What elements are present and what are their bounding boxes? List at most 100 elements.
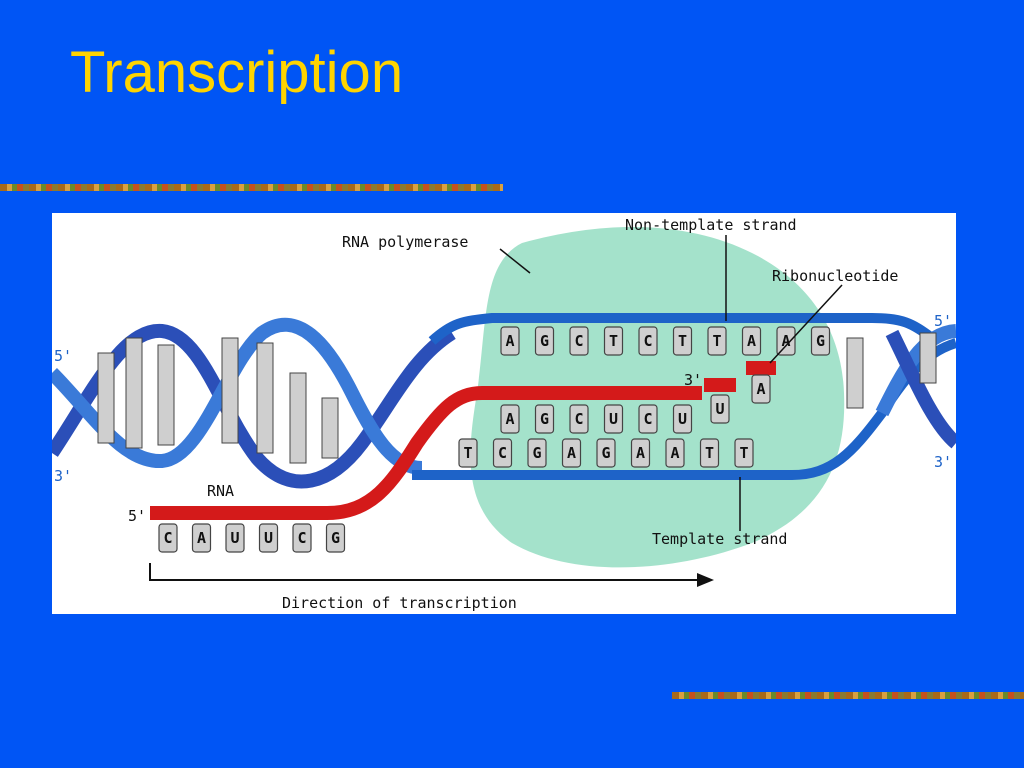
- left-helix-base-pairs: [97, 337, 339, 464]
- svg-text:U: U: [609, 410, 618, 428]
- base-template-7: T: [699, 438, 720, 468]
- base-nontemplate-2: C: [569, 326, 589, 356]
- non-template-strand-backbone: [428, 313, 935, 345]
- svg-text:A: A: [636, 444, 645, 462]
- svg-text:U: U: [230, 529, 239, 547]
- base-rnatail-4: C: [292, 523, 312, 553]
- base-template-6: A: [665, 438, 685, 468]
- base-rnabubble-5: U: [672, 404, 693, 434]
- base-rnabubble-3: U: [603, 404, 624, 434]
- svg-text:G: G: [816, 332, 825, 350]
- svg-text:A: A: [756, 380, 765, 398]
- base-template-4: G: [596, 438, 616, 468]
- new-nucleotide: U: [710, 394, 730, 424]
- new-ribonucleotide-block: [704, 378, 736, 392]
- label-template-strand: Template strand: [652, 530, 787, 548]
- base-template-1: C: [492, 438, 513, 468]
- svg-text:C: C: [574, 410, 583, 428]
- base-rnabubble-1: G: [534, 404, 555, 434]
- base-nontemplate-1: G: [534, 326, 555, 356]
- base-rnabubble-0: A: [500, 404, 520, 434]
- dna-right-strand: [875, 324, 956, 417]
- base-template-2: G: [527, 438, 547, 468]
- svg-text:T: T: [678, 332, 687, 350]
- label-rna: RNA: [207, 482, 234, 500]
- base-nontemplate-3: T: [603, 326, 624, 356]
- svg-text:C: C: [574, 332, 583, 350]
- direction-arrow: [149, 563, 697, 581]
- label-rna-polymerase: RNA polymerase: [342, 233, 468, 251]
- svg-text:C: C: [498, 444, 507, 462]
- end-rna-3: 3': [684, 371, 702, 389]
- base-nontemplate-8: A: [776, 326, 796, 356]
- slide-title: Transcription: [70, 40, 404, 105]
- svg-text:A: A: [567, 444, 576, 462]
- base-template-8: T: [734, 438, 754, 468]
- base-nontemplate-4: C: [638, 326, 658, 356]
- svg-text:T: T: [609, 332, 618, 350]
- label-non-template-strand: Non-template strand: [625, 216, 797, 234]
- svg-text:A: A: [505, 410, 514, 428]
- rna-strand: [150, 386, 702, 520]
- label-ribonucleotide: Ribonucleotide: [772, 267, 898, 285]
- svg-text:A: A: [197, 529, 206, 547]
- svg-text:U: U: [678, 410, 687, 428]
- base-rnatail-1: A: [191, 523, 212, 553]
- svg-text:G: G: [540, 332, 549, 350]
- svg-text:G: G: [532, 444, 541, 462]
- svg-text:G: G: [601, 444, 610, 462]
- svg-text:C: C: [643, 332, 652, 350]
- decorative-bar-top: [0, 184, 503, 191]
- dna-left-strand-front: [52, 317, 423, 475]
- base-rnabubble-4: C: [638, 404, 658, 434]
- svg-text:A: A: [670, 444, 679, 462]
- svg-text:A: A: [505, 332, 514, 350]
- base-template-0: T: [458, 438, 478, 468]
- base-template-3: A: [561, 438, 582, 468]
- end-rna-5: 5': [128, 507, 146, 525]
- base-rnatail-5: G: [325, 523, 346, 553]
- base-nontemplate-7: A: [741, 326, 762, 356]
- svg-text:U: U: [715, 400, 724, 418]
- end-right-top: 5': [934, 312, 952, 330]
- label-direction: Direction of transcription: [282, 594, 517, 612]
- svg-text:G: G: [540, 410, 549, 428]
- end-left-top: 5': [54, 347, 72, 365]
- svg-text:C: C: [297, 529, 306, 547]
- ribonucleotide-leader: [769, 284, 843, 364]
- svg-text:T: T: [463, 444, 472, 462]
- rna-polymerase-leader: [499, 248, 531, 274]
- svg-text:T: T: [712, 332, 721, 350]
- end-left-bottom: 3': [54, 467, 72, 485]
- base-nontemplate-5: T: [672, 326, 693, 356]
- base-nontemplate-6: T: [707, 326, 727, 356]
- dna-left-strand-back: [52, 323, 456, 489]
- base-nontemplate-0: A: [500, 326, 520, 356]
- incoming-nucleotide: A: [751, 374, 771, 404]
- dna-right-strand-lower: [885, 329, 956, 449]
- base-rnatail-0: C: [158, 523, 178, 553]
- svg-text:G: G: [331, 529, 340, 547]
- incoming-ribonucleotide-block: [746, 361, 776, 375]
- svg-text:C: C: [643, 410, 652, 428]
- decorative-bar-bottom: [672, 692, 1024, 699]
- svg-text:C: C: [163, 529, 172, 547]
- svg-text:T: T: [705, 444, 714, 462]
- right-helix-base-pairs: [846, 332, 937, 409]
- svg-text:A: A: [747, 332, 756, 350]
- base-nontemplate-9: G: [810, 326, 831, 356]
- svg-text:T: T: [739, 444, 748, 462]
- base-rnatail-3: U: [258, 523, 279, 553]
- base-rnatail-2: U: [225, 523, 245, 553]
- base-template-5: A: [630, 438, 651, 468]
- direction-arrowhead: [697, 573, 714, 587]
- end-right-bottom: 3': [934, 453, 952, 471]
- base-rnabubble-2: C: [569, 404, 589, 434]
- svg-text:U: U: [264, 529, 273, 547]
- svg-text:A: A: [781, 332, 790, 350]
